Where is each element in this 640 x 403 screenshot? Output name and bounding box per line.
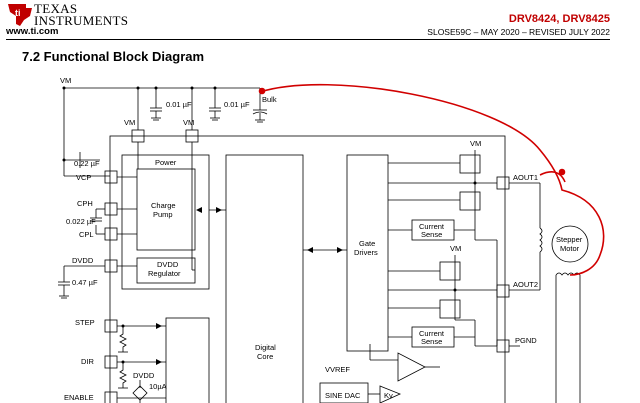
- site-url[interactable]: www.ti.com: [6, 26, 59, 37]
- section-title: 7.2 Functional Block Diagram: [22, 49, 205, 64]
- part-numbers[interactable]: DRV8424, DRV8425: [508, 13, 610, 25]
- dvdd-pin-label: DVDD: [72, 256, 94, 265]
- svg-text:ti: ti: [15, 8, 21, 18]
- dvdd-reg-label-2: Regulator: [148, 269, 181, 278]
- brand-line-2: INSTRUMENTS: [34, 13, 129, 28]
- motor-label-1: Stepper: [556, 235, 583, 244]
- vref-label: VVREF: [325, 365, 350, 374]
- dir-pin-label: DIR: [81, 357, 95, 366]
- sine-dac-label: SINE DAC: [325, 391, 361, 400]
- current-sense-1-label-2: Sense: [421, 230, 442, 239]
- cph-pin-label: CPH: [77, 199, 93, 208]
- pgnd-pin-label: PGND: [515, 336, 537, 345]
- dvdd-label-2: DVDD: [133, 371, 155, 380]
- vcp-pin-label: VCP: [76, 173, 91, 182]
- ti-logo-icon: ti: [8, 4, 32, 26]
- power-label: Power: [155, 158, 177, 167]
- aout2-pin-label: AOUT2: [513, 280, 538, 289]
- current-sense-2-label-1: Current: [419, 329, 445, 338]
- vm-top-label: VM: [60, 76, 71, 85]
- brand-line-1: TEXAS: [34, 1, 78, 16]
- step-pin-label: STEP: [75, 318, 95, 327]
- dvdd-reg-label-1: DVDD: [157, 260, 179, 269]
- cpl-pin-label: CPL: [79, 230, 94, 239]
- revision-info: SLOSE59C – MAY 2020 – REVISED JULY 2022: [427, 27, 610, 37]
- motor-label-2: Motor: [560, 244, 580, 253]
- kv-label: Kv: [384, 391, 393, 400]
- current-sense-2-label-2: Sense: [421, 337, 442, 346]
- red-annotation: [258, 83, 605, 276]
- dvdd-cap-label: 0.47 µF: [72, 278, 98, 287]
- vcp-cap-label: 0.22 µF: [74, 159, 100, 168]
- cp-cap-label: 0.022 µF: [66, 217, 96, 226]
- vm-hb-label-1: VM: [470, 139, 481, 148]
- header-rule: [6, 39, 610, 40]
- vm-hb-label-2: VM: [450, 244, 461, 253]
- bulk-label: Bulk: [262, 95, 277, 104]
- digital-core-label-2: Core: [257, 352, 273, 361]
- enable-pin-label: ENABLE: [64, 393, 94, 402]
- brand-name: TEXAS INSTRUMENTS: [34, 1, 129, 28]
- current-sense-1-label-1: Current: [419, 222, 445, 231]
- current-source-label: 10µA: [149, 382, 167, 391]
- charge-pump-label-1: Charge: [151, 201, 176, 210]
- ti-logo: ti: [6, 2, 146, 40]
- aout1-pin-label: AOUT1: [513, 173, 538, 182]
- cap-label-2: 0.01 µF: [224, 100, 250, 109]
- gate-drivers-label-1: Gate: [359, 239, 375, 248]
- vm-pin-label-1: VM: [124, 118, 135, 127]
- charge-pump-label-2: Pump: [153, 210, 173, 219]
- gate-drivers-label-2: Drivers: [354, 248, 378, 257]
- cap-label-1: 0.01 µF: [166, 100, 192, 109]
- vm-pin-label-2: VM: [183, 118, 194, 127]
- digital-core-label-1: Digital: [255, 343, 276, 352]
